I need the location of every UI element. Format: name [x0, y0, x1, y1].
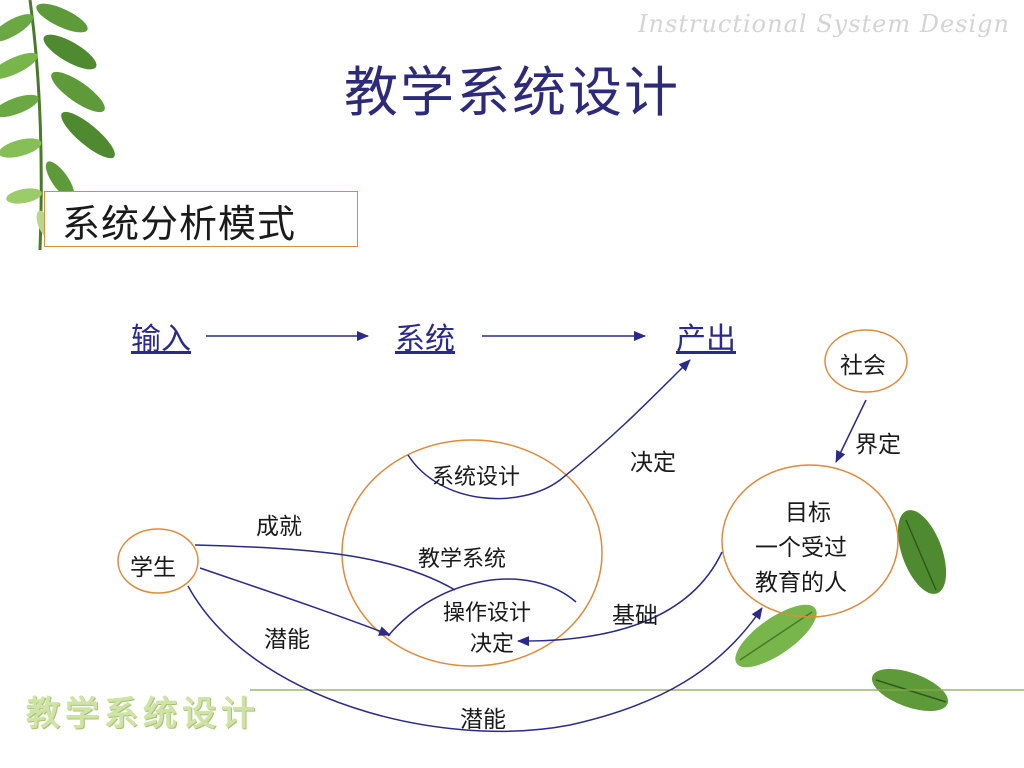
potential-upper-label: 潜能: [264, 627, 310, 653]
subtitle: 系统分析模式: [62, 202, 297, 246]
design-decide-curve: [407, 359, 691, 500]
society-node: 社会: [840, 353, 886, 379]
society-define-arrow: [835, 399, 867, 463]
watermark-text: Instructional System Design: [638, 10, 1010, 38]
footer-logo-text: 教学系统设计: [26, 694, 260, 734]
system-ellipse: [341, 439, 603, 667]
teaching-system-label: 教学系统: [418, 547, 507, 572]
foundation-arrow: [517, 551, 723, 647]
flow-output-label: 产出: [676, 322, 736, 357]
goal-node-shape: [721, 464, 899, 618]
student-node-shape: [117, 528, 199, 594]
society-node-shape: [824, 329, 908, 393]
subtitle-box: [44, 191, 358, 247]
potential-upper-arrow: [199, 567, 391, 636]
operation-curve: [387, 578, 577, 637]
achievement-label: 成就: [256, 514, 302, 540]
decide-label: 决定: [630, 450, 676, 476]
potential-lower-arrow: [187, 585, 763, 733]
page-title: 教学系统设计: [344, 61, 680, 124]
flow-system-label: 系统: [395, 322, 455, 357]
goal-node-line3: 教育的人: [755, 570, 847, 596]
operation-design-label: 操作设计: [443, 601, 532, 626]
achievement-curve: [194, 544, 456, 591]
student-node: 学生: [130, 555, 176, 581]
goal-node-line1: 目标: [785, 500, 831, 526]
define-label: 界定: [855, 432, 901, 458]
inner-decide-label: 决定: [470, 632, 515, 657]
potential-lower-label: 潜能: [460, 707, 506, 733]
flow-input-label: 输入: [131, 322, 191, 357]
foundation-label: 基础: [612, 603, 658, 629]
system-design-label: 系统设计: [432, 465, 521, 490]
goal-node-line2: 一个受过: [755, 535, 847, 561]
